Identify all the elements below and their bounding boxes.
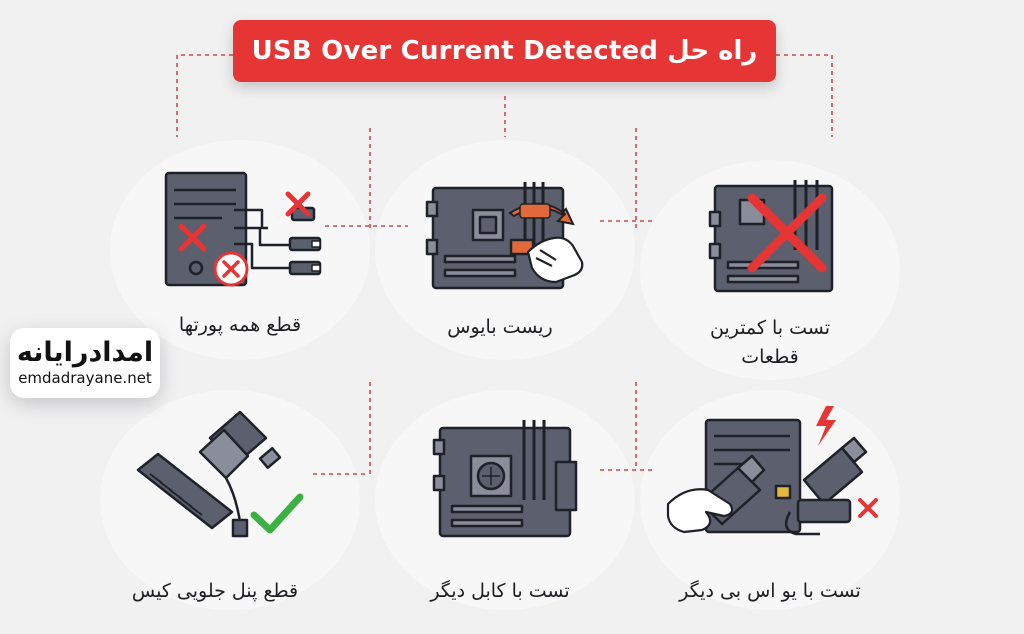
page-title: راه حل USB Over Current Detected <box>251 36 758 66</box>
motherboard-cable-icon <box>432 420 578 538</box>
error-circle-icon <box>213 251 249 287</box>
step-label-minimal-parts-line1: تست با کمترین <box>709 317 831 339</box>
step-label-front-panel: قطع پنل جلویی کیس <box>131 580 299 602</box>
logo-text-en: emdadrayane.net <box>18 369 152 387</box>
check-icon <box>250 493 304 534</box>
motherboard-cross-icon <box>708 180 834 293</box>
hand-icon <box>526 236 584 284</box>
step-label-other-usb: تست با یو اس بی دیگر <box>679 580 861 602</box>
small-cross-icon <box>858 498 878 518</box>
title-banner: راه حل USB Over Current Detected <box>233 20 776 82</box>
step-label-minimal-parts-line2: قطعات <box>741 346 799 368</box>
dashed-connectors <box>176 54 833 478</box>
hand-holding-usb-icon <box>666 488 734 534</box>
big-cross-icon <box>747 193 827 273</box>
disconnect-cross-icon <box>178 191 311 252</box>
step-label-other-cable: تست با کابل دیگر <box>430 580 570 602</box>
step-label-disconnect-ports: قطع همه پورتها <box>178 314 302 336</box>
brand-logo: امدادرایانه emdadrayane.net <box>10 328 160 398</box>
front-panel-usb-icon <box>136 410 282 538</box>
step-label-bios-reset: ریست بایوس <box>447 316 553 338</box>
lightning-icon <box>816 406 836 446</box>
logo-text-fa: امدادرایانه <box>16 337 154 368</box>
cmos-battery-icon <box>508 202 575 226</box>
